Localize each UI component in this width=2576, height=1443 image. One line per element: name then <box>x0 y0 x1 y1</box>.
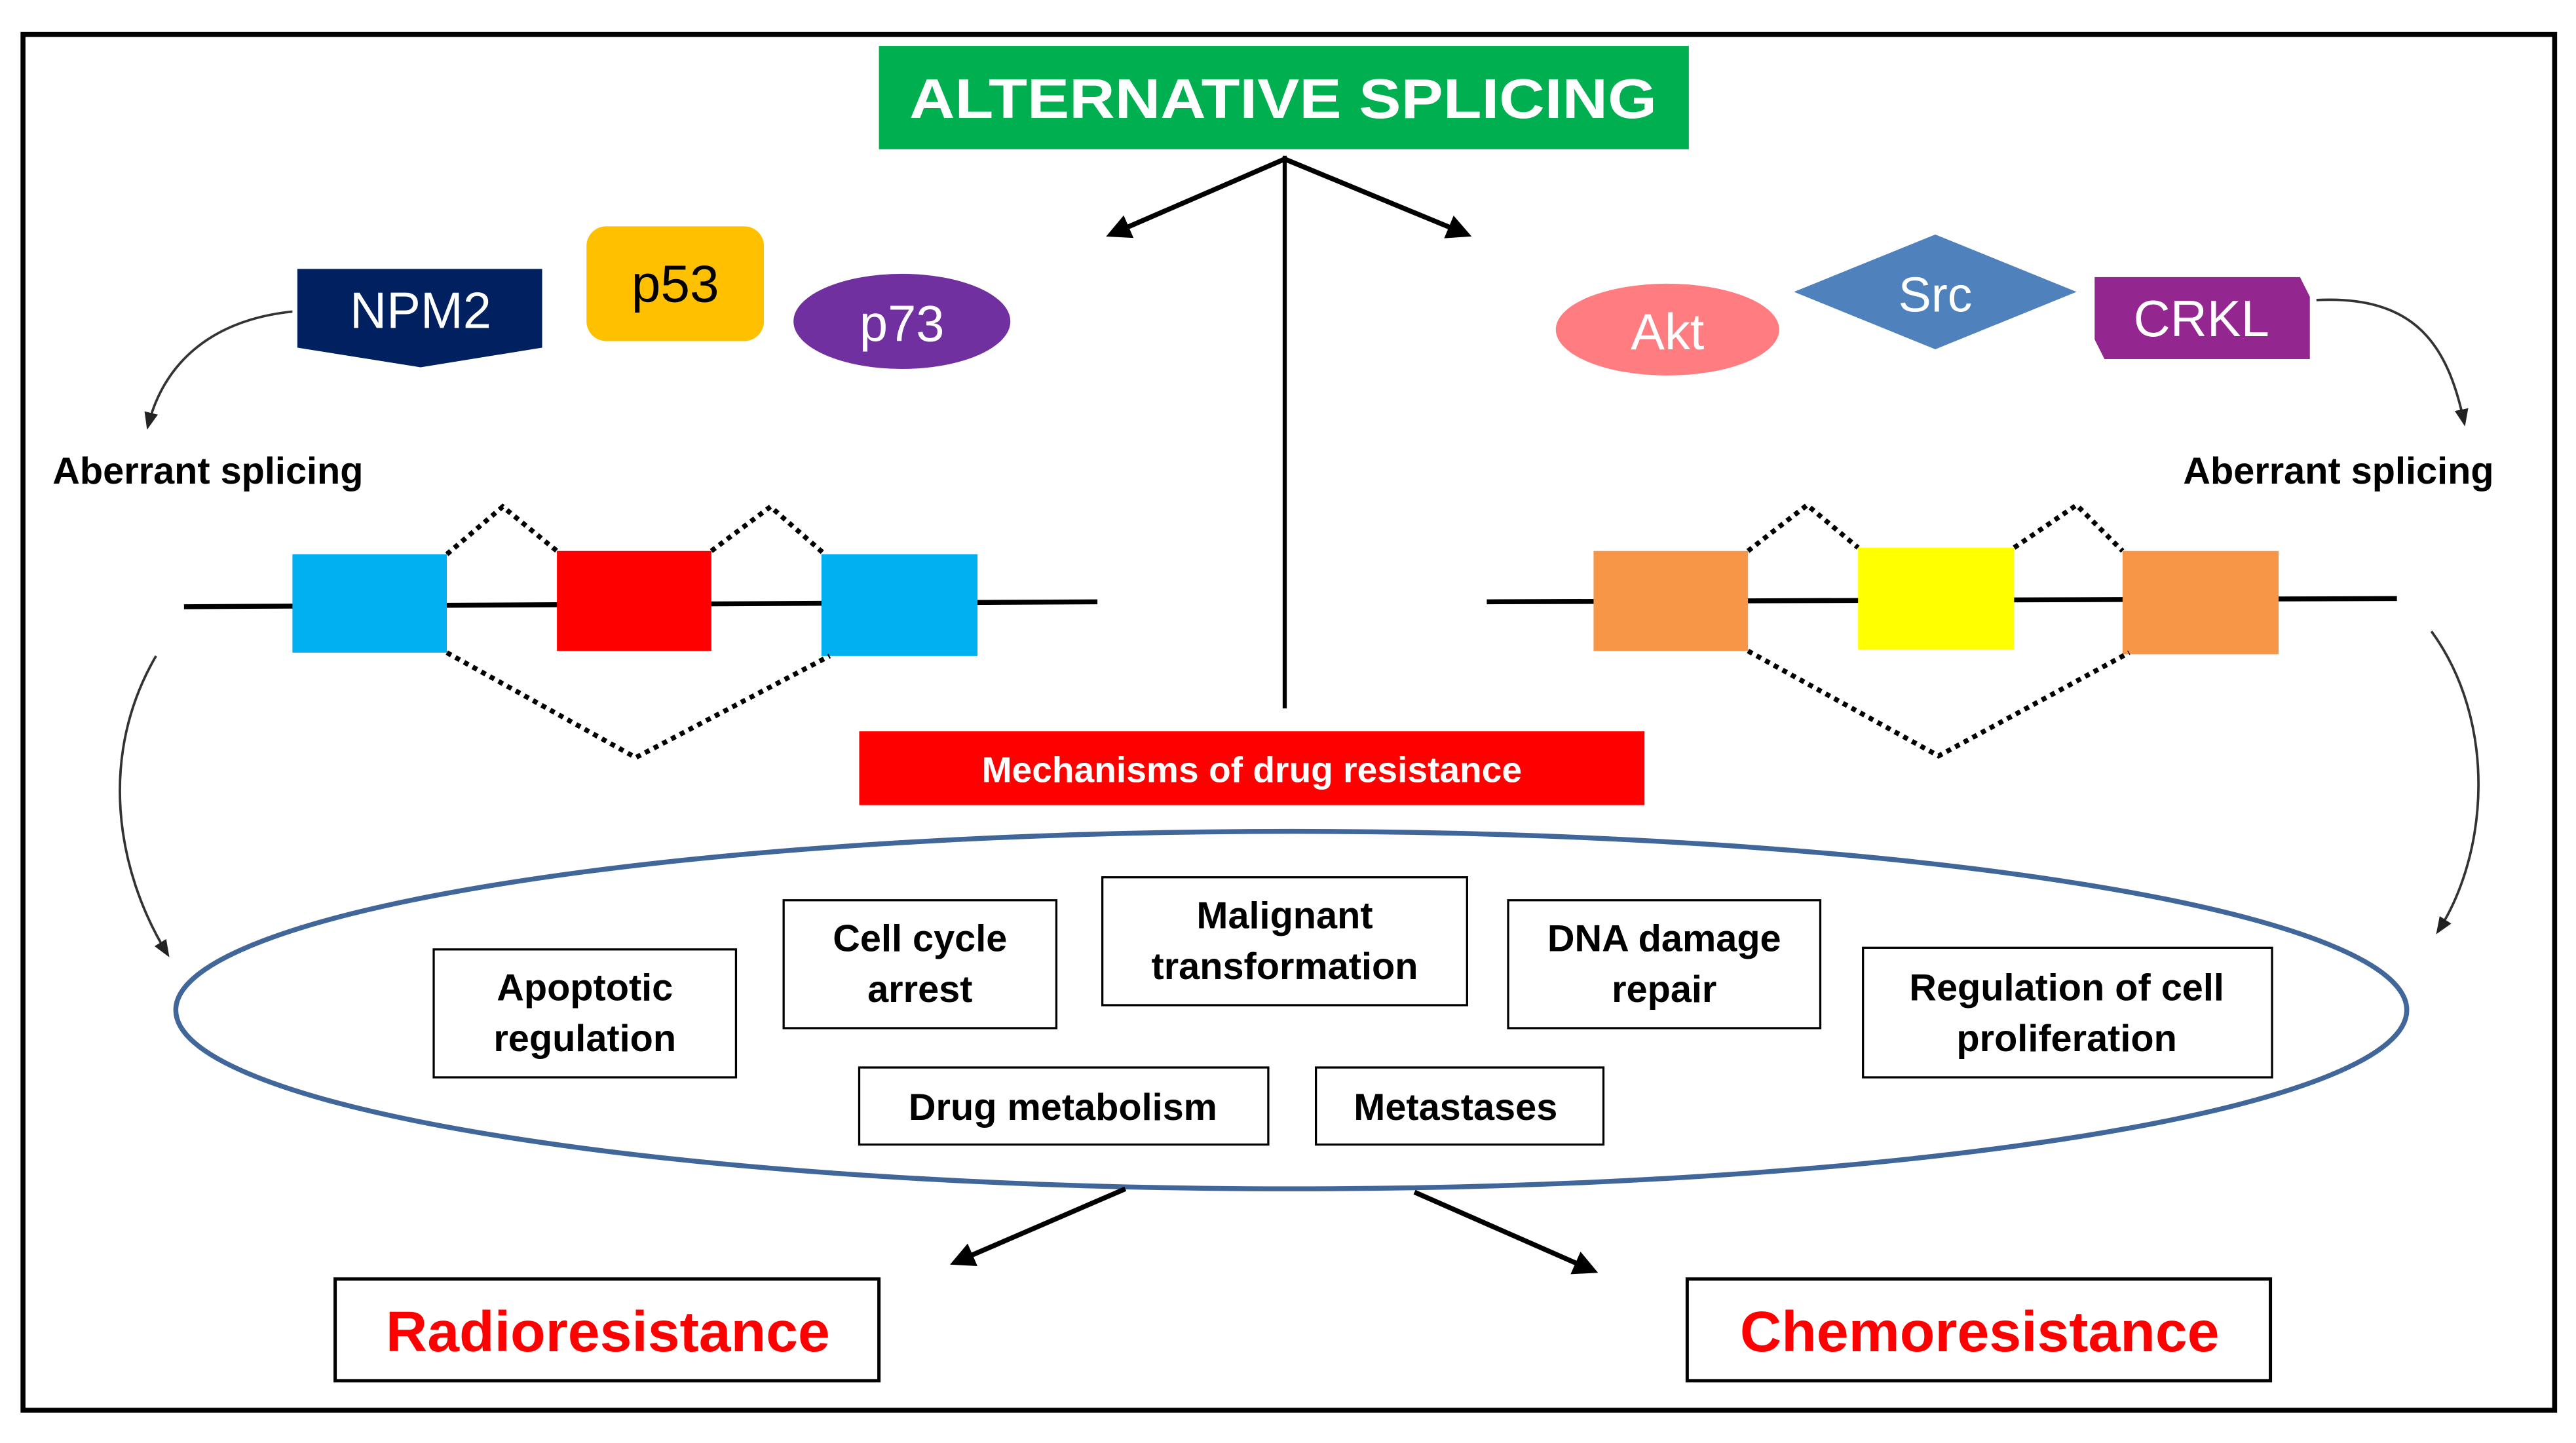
p53-label: p53 <box>632 254 719 313</box>
mechanism-metastases: Metastases <box>1315 1066 1605 1146</box>
akt-shape <box>1555 283 1779 376</box>
crkl-label: CRKL <box>2134 291 2269 347</box>
protein-crkl: CRKL <box>2094 277 2310 359</box>
crkl-shape <box>2094 277 2310 359</box>
mechanism-label-line2: regulation <box>493 1018 676 1060</box>
right-exon-alternative <box>1858 547 2015 649</box>
mechanism-label-line2: repair <box>1612 969 1716 1010</box>
mechanism-regulation-of-cell-proliferation: Regulation of cell proliferation <box>1862 946 2273 1079</box>
mechanism-drug-metabolism: Drug metabolism <box>858 1066 1270 1146</box>
left-proteins: NPM2 p53 p73 <box>297 226 1011 370</box>
left-inclusion-splice-2 <box>710 503 827 556</box>
arrow-to-right <box>1283 157 1472 239</box>
right-curved-arrow-top <box>2316 298 2469 427</box>
npm2-shape <box>297 269 542 368</box>
mechanism-label-line1: Metastases <box>1354 1087 1557 1128</box>
src-label: Src <box>1899 267 1973 322</box>
left-exon-3 <box>821 554 978 656</box>
title-connectors <box>1106 155 1472 708</box>
right-exon-1 <box>1593 550 1749 651</box>
left-exon-alternative <box>557 550 711 651</box>
left-inclusion-splice-1 <box>445 503 559 556</box>
mechanism-label-line1: Drug metabolism <box>909 1087 1217 1128</box>
mechanism-malignant-transformation: Malignant transformation <box>1101 876 1468 1007</box>
mechanism-label-line1: Regulation of cell <box>1909 967 2224 1009</box>
arrow-to-left <box>1106 157 1286 239</box>
npm2-label: NPM2 <box>350 283 491 339</box>
p73-shape <box>793 273 1011 370</box>
mechanism-box <box>432 948 738 1079</box>
mechanisms-ellipse <box>173 828 2410 1191</box>
mechanism-label-line1: Apoptotic <box>497 967 673 1009</box>
protein-akt: Akt <box>1555 283 1779 376</box>
akt-label: Akt <box>1631 304 1704 360</box>
right-inclusion-splice-1 <box>1746 501 1860 553</box>
mechanism-box <box>1507 899 1822 1029</box>
mechanism-label-line1: Malignant <box>1196 895 1373 936</box>
mechanism-dna-damage-repair: DNA damage repair <box>1507 899 1822 1029</box>
title-background <box>879 46 1689 149</box>
outcome-label: Radioresistance <box>386 1299 830 1364</box>
left-aberrant-splicing-label: Aberrant splicing <box>52 450 363 492</box>
protein-p53: p53 <box>586 226 765 341</box>
mechanisms-header-background <box>859 731 1645 805</box>
left-skipping-splice <box>445 650 831 761</box>
mechanism-label-line2: transformation <box>1152 946 1418 988</box>
p73-label: p73 <box>860 296 945 353</box>
mechanisms-header-text: Mechanisms of drug resistance <box>982 750 1522 790</box>
mechanism-box <box>858 1066 1270 1146</box>
protein-src: Src <box>1794 234 2077 349</box>
right-exon-3 <box>2122 550 2279 655</box>
mechanism-apoptotic-regulation: Apoptotic regulation <box>432 948 738 1079</box>
right-proteins: Akt Src CRKL <box>1555 234 2310 376</box>
mechanisms-header: Mechanisms of drug resistance <box>859 731 1645 805</box>
right-inclusion-splice-2 <box>2013 501 2125 553</box>
outcome-label: Chemoresistance <box>1740 1299 2220 1364</box>
arrow-to-radioresistance <box>950 1186 1127 1267</box>
mechanism-label-line2: proliferation <box>1956 1018 2176 1060</box>
outcome-box <box>1685 1277 2273 1383</box>
src-shape <box>1794 234 2077 349</box>
mechanism-label-line1: Cell cycle <box>833 917 1007 959</box>
right-aberrant-splicing-label: Aberrant splicing <box>2183 450 2493 492</box>
mechanism-box <box>1101 876 1468 1007</box>
left-gene-model <box>183 503 1098 761</box>
outcome-box <box>333 1277 881 1383</box>
p53-shape <box>586 226 765 341</box>
left-curved-arrow-top <box>144 310 293 430</box>
protein-npm2: NPM2 <box>297 269 542 368</box>
mechanism-box <box>1315 1066 1605 1146</box>
title-box: ALTERNATIVE SPLICING <box>879 46 1689 149</box>
outcome-radioresistance: Radioresistance <box>333 1277 881 1383</box>
mechanism-box <box>782 899 1058 1029</box>
title-text: ALTERNATIVE SPLICING <box>909 68 1657 130</box>
mechanism-cell-cycle-arrest: Cell cycle arrest <box>782 899 1058 1029</box>
left-exon-1 <box>292 554 447 653</box>
arrow-to-chemoresistance <box>1413 1189 1599 1275</box>
right-gene-model <box>1487 501 2397 759</box>
mechanism-box <box>1862 946 2273 1079</box>
left-curved-arrow-bottom <box>119 655 170 957</box>
outcome-chemoresistance: Chemoresistance <box>1685 1277 2273 1383</box>
protein-p73: p73 <box>793 273 1011 370</box>
figure-frame <box>20 31 2558 1413</box>
right-skipping-splice <box>1747 649 2131 759</box>
right-curved-arrow-bottom <box>2430 630 2480 934</box>
mechanism-label-line1: DNA damage <box>1547 917 1781 959</box>
mechanism-label-line2: arrest <box>867 969 972 1010</box>
